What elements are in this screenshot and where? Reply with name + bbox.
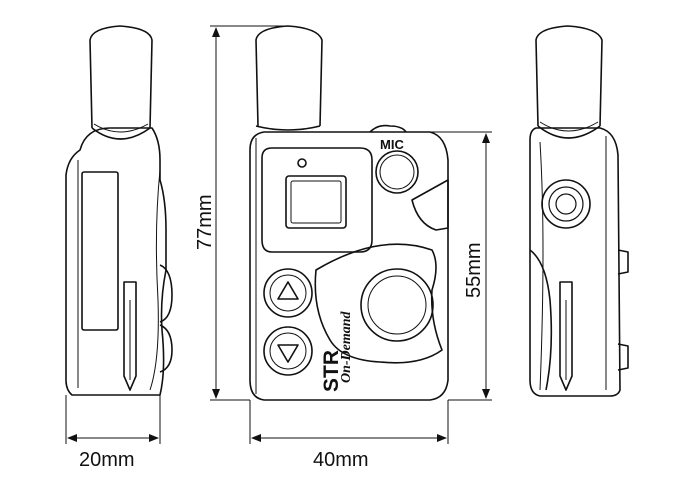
status-led	[297, 158, 307, 168]
front-body-outline	[249, 131, 449, 401]
front-view	[249, 25, 449, 401]
microphone-icon	[375, 150, 419, 194]
right-side-view	[529, 25, 629, 397]
mic-label: MIC	[380, 137, 404, 152]
ptt-recess	[314, 243, 443, 364]
left-side-button-lower	[159, 324, 173, 373]
left-antenna	[89, 25, 153, 129]
right-side-ridge	[529, 249, 553, 391]
right-side-tab-upper	[617, 249, 629, 275]
ptt-button	[360, 268, 434, 342]
right-belt-clip	[559, 281, 573, 391]
volume-up-button	[263, 268, 313, 318]
left-clip-panel	[81, 171, 119, 331]
front-side-key	[411, 179, 449, 231]
height-total-label: 77mm	[194, 194, 216, 250]
dimension-lines	[65, 25, 492, 444]
left-side-view	[65, 25, 173, 396]
depth-label: 20mm	[79, 449, 135, 471]
front-antenna	[255, 25, 323, 127]
width-label: 40mm	[313, 449, 369, 471]
right-body-outline	[529, 127, 621, 397]
left-belt-clip	[123, 281, 137, 391]
triangle-down-icon	[277, 344, 299, 363]
brand-name: STR	[320, 350, 343, 392]
right-antenna	[535, 25, 603, 127]
left-side-button-upper	[159, 264, 173, 323]
headset-jack	[541, 179, 591, 229]
triangle-up-icon	[277, 281, 299, 300]
left-body-outline	[65, 127, 167, 396]
display-window	[285, 175, 347, 229]
volume-down-button	[263, 326, 313, 376]
brand-subtitle: On-Demand	[339, 310, 354, 383]
height-body-label: 55mm	[463, 242, 485, 298]
right-side-tab-lower	[617, 343, 629, 371]
front-display-panel	[261, 147, 373, 253]
